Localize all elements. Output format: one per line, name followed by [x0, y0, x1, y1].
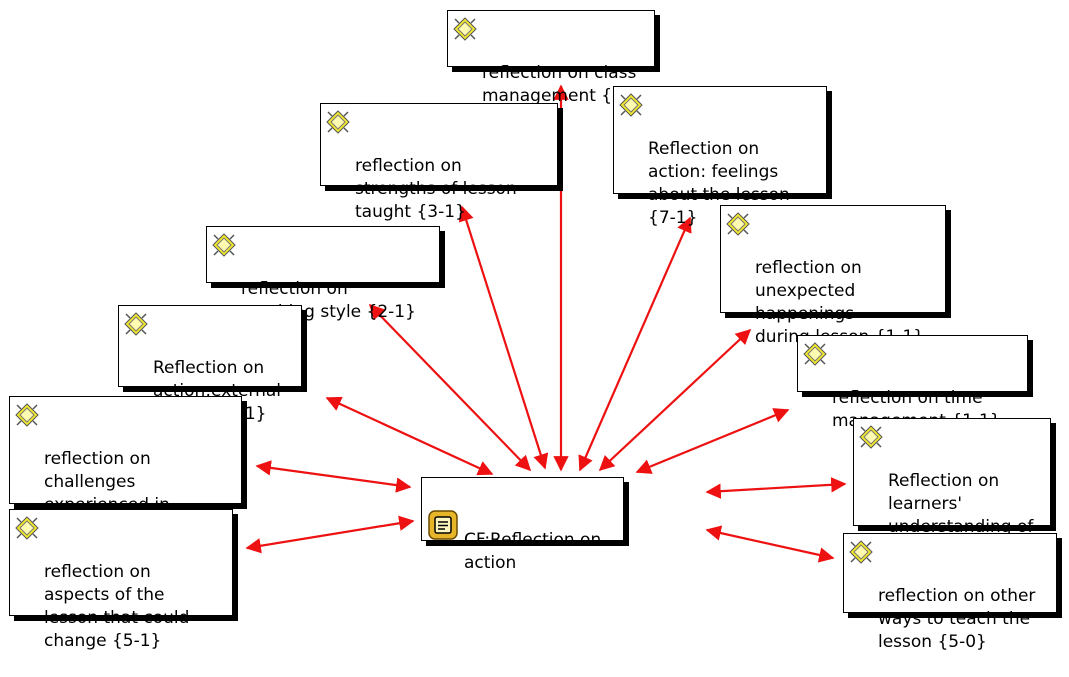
node-label: reflection on strengths of lesson taught… [355, 156, 517, 222]
node-challenges[interactable]: reflection on challenges experienced in … [9, 396, 242, 538]
node-teaching-style[interactable]: reflection on teaching style {2-1} [206, 226, 440, 322]
link-challenges [255, 460, 412, 493]
node-label: reflection on other ways to teach the le… [878, 586, 1036, 652]
node-other-ways[interactable]: reflection on other ways to teach the le… [843, 533, 1057, 652]
code-icon [212, 233, 236, 257]
node-external-factors[interactable]: Reflection on action:external factors {2… [118, 305, 302, 424]
link-external-factors [325, 396, 494, 476]
link-other-ways [705, 525, 835, 563]
node-label: reflection on aspects of the lesson that… [44, 562, 190, 651]
code-icon [124, 312, 148, 336]
node-class-management[interactable]: reflection on class management {4-1} [447, 10, 655, 129]
code-family-icon [427, 486, 459, 540]
node-feelings[interactable]: Reflection on action: feelings about the… [613, 86, 827, 228]
code-icon [849, 540, 873, 564]
code-icon [326, 110, 350, 134]
link-feelings [578, 216, 692, 472]
node-strengths[interactable]: reflection on strengths of lesson taught… [320, 103, 558, 222]
link-teaching-style [368, 303, 532, 472]
code-icon [859, 425, 883, 449]
center-node-label: CF:Reflection on action [464, 530, 602, 573]
link-time-management [635, 408, 790, 474]
center-node-code-family[interactable]: CF:Reflection on action [421, 477, 624, 573]
code-icon [453, 17, 477, 41]
code-icon [15, 403, 39, 427]
node-time-management[interactable]: reflection on time management {1-1} [797, 335, 1028, 431]
node-label: Reflection on action: feelings about the… [648, 139, 790, 228]
link-unexpected [598, 328, 752, 472]
code-icon [619, 93, 643, 117]
relation-links [245, 84, 847, 563]
code-icon [726, 212, 750, 236]
node-learners-understanding[interactable]: Reflection on learners' understanding of… [853, 418, 1051, 560]
node-unexpected[interactable]: reflection on unexpected happenings duri… [720, 205, 946, 347]
link-learners-understanding [705, 477, 847, 499]
code-icon [803, 342, 827, 366]
code-icon [15, 516, 39, 540]
link-aspects-change [245, 515, 415, 554]
node-aspects-change[interactable]: reflection on aspects of the lesson that… [9, 509, 233, 651]
